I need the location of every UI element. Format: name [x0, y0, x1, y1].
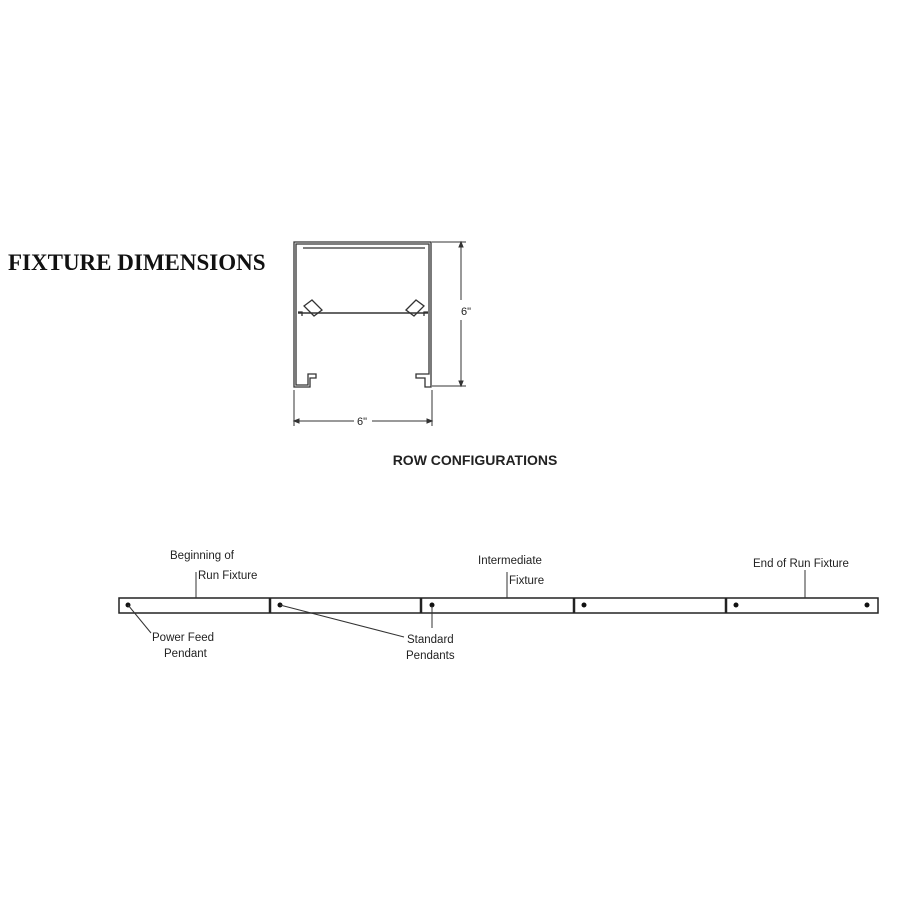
fixture-profile: [293, 241, 432, 388]
profile-clips: [303, 299, 425, 317]
run-outline: [118, 597, 879, 614]
intermediate-label-1: Intermediate: [478, 555, 542, 567]
height-label: 6": [461, 306, 471, 318]
leader-lines: [127, 570, 806, 638]
width-dimension: [292, 390, 434, 426]
pendant-dot: [581, 602, 587, 608]
fixture-run: [118, 597, 879, 614]
beginning-label-2: Run Fixture: [198, 570, 257, 582]
pendant-dot: [733, 602, 739, 608]
row-configurations-title: ROW CONFIGURATIONS: [393, 452, 558, 468]
beginning-label-1: Beginning of: [170, 550, 235, 562]
standard-label-1: Standard: [407, 634, 454, 646]
power-feed-label-2: Pendant: [164, 648, 208, 660]
standard-label-2: Pendants: [406, 650, 455, 662]
end-label: End of Run Fixture: [753, 558, 849, 570]
fixture-dimensions-title: FIXTURE DIMENSIONS: [8, 250, 266, 275]
height-dimension: [432, 240, 466, 388]
profile-notches: [298, 311, 428, 316]
width-label: 6": [357, 416, 367, 428]
profile-outline: [293, 241, 432, 388]
pendant-dot: [864, 602, 870, 608]
intermediate-label-2: Fixture: [509, 575, 544, 587]
power-feed-label-1: Power Feed: [152, 632, 214, 644]
pendant-dot: [429, 602, 435, 608]
